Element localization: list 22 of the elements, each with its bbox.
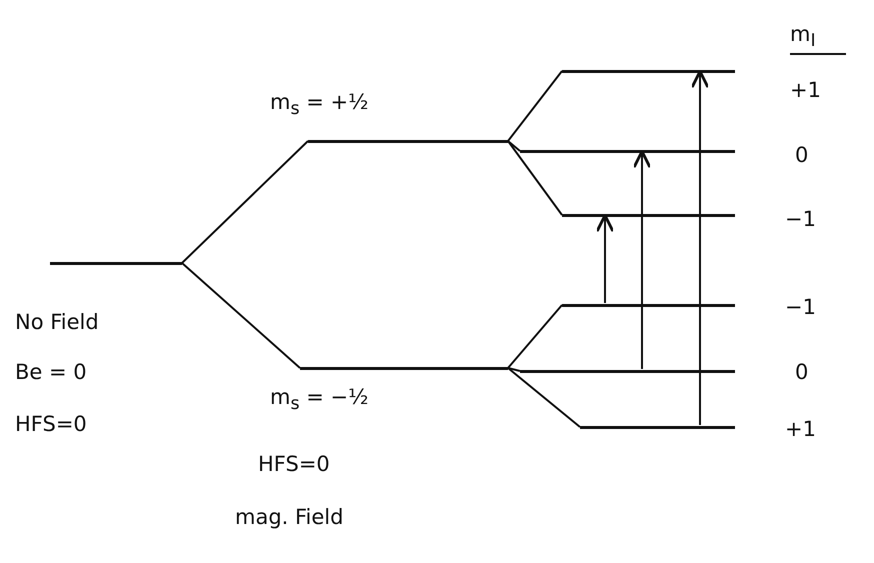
note-text: mag. Field (235, 505, 344, 529)
splitting-line (507, 367, 581, 428)
quantum-number: −1 (785, 295, 816, 319)
quantum-number: 0 (795, 143, 808, 167)
level-label: HFS=0 (15, 412, 87, 436)
splitting-line (507, 140, 521, 152)
splitting-line (507, 140, 563, 216)
splitting-line (181, 262, 301, 369)
splitting-line (508, 367, 520, 372)
level-label: Be = 0 (15, 360, 87, 384)
column-heading: m$_{I}$ (790, 22, 846, 56)
quantum-number: +1 (785, 417, 816, 441)
quantum-number: 0 (795, 360, 808, 384)
level-label: No Field (15, 310, 99, 334)
level-label: m$_{s}$ = −½ (270, 385, 368, 416)
note-text: HFS=0 (258, 452, 330, 476)
splitting-line (507, 70, 563, 142)
splitting-line (507, 304, 563, 369)
level-label: m$_{s}$ = +½ (270, 90, 368, 122)
splitting-line (181, 140, 309, 264)
quantum-number: +1 (790, 78, 821, 102)
quantum-number: −1 (785, 207, 816, 231)
